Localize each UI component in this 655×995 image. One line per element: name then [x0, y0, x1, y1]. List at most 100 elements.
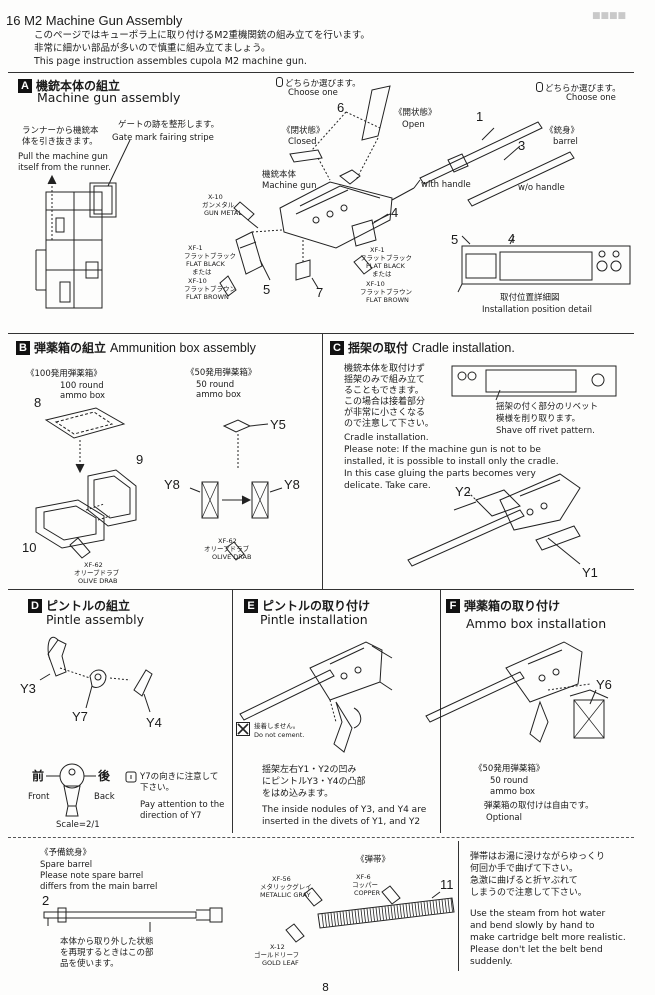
machine-gun-body-drawing: [279, 169, 415, 249]
belt-cartridge: [366, 908, 369, 922]
belt-cartridge: [348, 910, 351, 924]
belt-cartridge: [357, 909, 360, 923]
runner-note-en-2: itself from the runner.: [18, 163, 111, 173]
choose-one-en-2: Choose one: [566, 93, 616, 103]
no-cement-en: Do not cement.: [254, 731, 305, 739]
no-cement-jp: 接着しません。: [254, 722, 300, 730]
paint-xf56-code: XF-56: [272, 875, 291, 883]
runner-icon: [35, 191, 103, 309]
section-d-title-en: Pintle assembly: [46, 612, 145, 627]
spare-note-jp-1: 本体から取り外した状態: [60, 937, 154, 947]
belt-note-jp-2: 何回か手で曲げて下さい。: [470, 864, 579, 874]
belt-cartridge: [381, 906, 384, 920]
section-ef-divider: [440, 589, 441, 833]
page-number: 8: [322, 981, 329, 994]
paint-xf10-code-a: XF-10: [188, 277, 207, 285]
cartridge-belt-drawing: [317, 897, 455, 929]
part-number-5: 5: [263, 282, 271, 297]
paint-xf1-jp-a: フラットブラック: [184, 252, 236, 260]
belt-cartridge: [393, 905, 396, 919]
paint-xf10-jp-a: フラットブラウン: [184, 285, 236, 293]
spare-barrel-note-en-2: differs from the main barrel: [40, 882, 158, 892]
box100-label-jp: 《100発用弾薬箱》: [26, 369, 102, 379]
belt-cartridge: [405, 903, 408, 917]
section-e-heading: E ピントルの取り付け: [244, 597, 370, 614]
open-label-en: Open: [402, 120, 425, 130]
box50-label-jp-b: 《50発用弾薬箱》: [186, 368, 257, 378]
barrel-label-en: barrel: [553, 137, 578, 147]
belt-note-jp-4: しまうので注意して下さい。: [470, 888, 587, 898]
belt-cartridge: [444, 899, 447, 913]
barrel-with-handle: [419, 121, 543, 185]
installation-detail-drawing: [457, 235, 631, 293]
attention-note-jp: Y7の向きに注意して: [140, 772, 219, 782]
paint-xf1-code-b: XF-1: [370, 246, 385, 254]
detail-label-en: Installation position detail: [482, 305, 593, 315]
no-cement-icon: [236, 722, 250, 736]
open-label-jp: 《開状態》: [394, 108, 437, 118]
belt-cartridge: [360, 909, 363, 923]
gate-note-jp: ゲートの跡を整形します。: [118, 120, 220, 130]
paint-xf62-en-b: OLIVE DRAB: [78, 577, 118, 585]
section-e-badge: E: [244, 598, 258, 613]
barrel-label-jp: 《銃身》: [545, 126, 580, 136]
belt-cartridge: [330, 912, 333, 926]
front-label-en: Front: [28, 792, 50, 802]
section-a-title-en: Machine gun assembly: [37, 90, 181, 105]
section-c-title-jp: 揺架の取付: [348, 341, 409, 355]
header-note-en: This page instruction assembles cupola M…: [34, 56, 307, 67]
belt-note-en-4: Please don't let the belt bend: [470, 945, 603, 955]
attention-note-en-2: direction of Y7: [140, 811, 202, 821]
section-bc-divider: [322, 333, 323, 589]
part-number-6: 6: [337, 100, 345, 115]
cover-closed-part: [289, 149, 323, 163]
belt-label-jp: 《弾帯》: [356, 855, 391, 865]
paint-xf6-en: COPPER: [354, 889, 381, 897]
belt-cartridge: [396, 904, 399, 919]
paint-x10-en: GUN METAL: [204, 209, 242, 217]
section-e-title-en: Pintle installation: [260, 612, 368, 627]
page-title: M2 Machine Gun Assembly: [24, 13, 183, 28]
rivet-note-jp-2: 模様を削り取ります。: [496, 414, 581, 424]
belt-cartridge: [423, 901, 426, 915]
spare-note-jp-2: を再現するときはこの部: [60, 948, 154, 958]
page-header: 16 M2 Machine Gun Assembly: [6, 13, 183, 28]
part-number-4-detail: 4: [508, 231, 516, 246]
part-number-y3: Y3: [20, 681, 36, 696]
attention-note-en-1: Pay attention to the: [140, 800, 225, 810]
belt-cartridge: [438, 899, 441, 914]
section-b-title-jp: 弾薬箱の組立: [34, 341, 107, 355]
belt-cartridge: [432, 900, 435, 914]
belt-cartridge: [411, 903, 414, 917]
box50-label-en-2-b: ammo box: [196, 390, 242, 400]
gate-note-en: Gate mark fairing stripe: [112, 133, 214, 143]
belt-note-jp-1: 弾帯はお湯に浸けながらゆっくり: [470, 852, 606, 862]
pintle-note-en-2: inserted in the divets of Y1, and Y2: [262, 817, 421, 827]
runner-note-en-1: Pull the machine gun: [18, 152, 108, 162]
paint-or-a: または: [192, 268, 212, 276]
paint-x10-code: X-10: [208, 193, 223, 201]
box100-label-en-1: 100 round: [60, 381, 104, 391]
cradle-note-jp-2: 揺架のみで組み立て: [344, 375, 426, 385]
cradle-note-en-3: installed, it is possible to install onl…: [344, 457, 559, 467]
header-note-jp-2: 非常に細かい部品が多いので慎重に組み立てましょう。: [34, 43, 271, 54]
paint-xf10-jp-b: フラットブラウン: [360, 288, 412, 296]
spare-barrel-label-en: Spare barrel: [40, 860, 93, 870]
paint-xf10-en-a: FLAT BROWN: [186, 293, 229, 301]
belt-note-en-2: and bend slowly by hand to: [470, 921, 595, 931]
paint-xf6-code: XF-6: [356, 873, 371, 881]
section-f-title-jp: 弾薬箱の取り付け: [464, 599, 561, 613]
pintle-note-jp-1: 揺架左右Y1・Y2の凹み: [262, 765, 357, 775]
part-number-11: 11: [440, 877, 454, 892]
belt-cartridge: [354, 909, 357, 924]
optional-note-jp: 弾薬箱の取付けは自由です。: [484, 801, 594, 811]
belt-cartridge: [387, 906, 390, 920]
paint-or-b: または: [372, 270, 392, 278]
belt-cartridge: [351, 910, 354, 924]
belt-note-jp-3: 急激に曲げると折ヤぶれて: [470, 876, 578, 886]
